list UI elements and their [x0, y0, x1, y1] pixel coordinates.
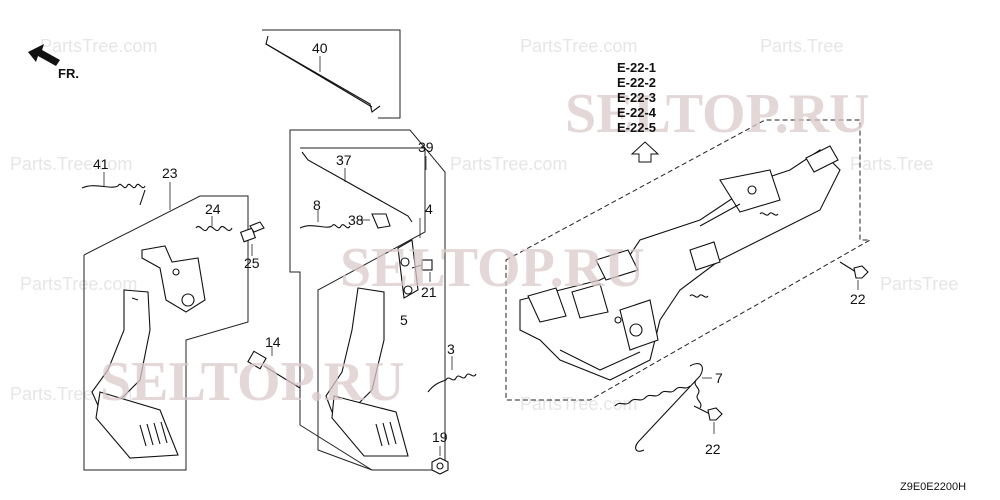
assembly-outline: [505, 119, 872, 401]
callout-39: 39: [418, 139, 434, 155]
svg-text:PartsTree.com: PartsTree.com: [520, 394, 637, 414]
part-21-bolt: [411, 259, 433, 282]
callout-5: 5: [400, 312, 408, 328]
site-watermark: SELTOP.RU SELTOP.RU SELTOP.RU: [100, 83, 870, 413]
part-24-spring: [195, 216, 233, 232]
callout-labels: 40 41 23 24 25 37 39 8 38 4 21 5 14 3 19…: [93, 40, 866, 457]
part-4-plate: [397, 218, 421, 299]
part-3-spring: [427, 356, 477, 393]
svg-text:PartsTree.com: PartsTree.com: [20, 274, 137, 294]
callout-8: 8: [313, 197, 321, 213]
watermark-text: SELTOP.RU: [565, 83, 870, 145]
callout-23: 23: [162, 165, 178, 181]
callout-4: 4: [425, 201, 433, 217]
part-37-rod: [301, 151, 413, 223]
reference-code: E-22-2: [617, 75, 656, 90]
reference-code: E-22-1: [617, 60, 656, 75]
front-label: FR.: [58, 66, 79, 81]
pedal-grip-ridges: [139, 421, 168, 447]
callout-3: 3: [447, 341, 455, 357]
watermark-text: SELTOP.RU: [340, 237, 645, 299]
callout-25: 25: [244, 255, 260, 271]
callout-40: 40: [312, 40, 328, 56]
reference-code: E-22-5: [617, 120, 656, 135]
watermark-text: SELTOP.RU: [100, 351, 405, 413]
callout-41: 41: [93, 156, 109, 172]
group-39-inner-outline: [300, 147, 426, 471]
callout-22-right: 22: [850, 291, 866, 307]
part-25-bolt: [239, 221, 265, 256]
group-23-outline: [83, 195, 249, 471]
main-bracket-assembly: [519, 145, 841, 381]
callout-7: 7: [715, 370, 723, 386]
reference-code: E-22-4: [617, 105, 657, 120]
front-direction-indicator: FR.: [28, 44, 79, 81]
svg-text:PartsTree: PartsTree: [880, 274, 958, 294]
svg-text:Parts.Tree.com: Parts.Tree.com: [10, 154, 132, 174]
part-8-spring: [299, 210, 351, 229]
part-23-bracket: [141, 245, 206, 313]
callout-21: 21: [421, 284, 437, 300]
reference-arrow-icon: [630, 141, 660, 163]
svg-text:Parts.Tree: Parts.Tree: [760, 36, 843, 56]
part-40-rod: [262, 29, 401, 119]
part-14-bolt: [247, 346, 301, 389]
part-41-spring: [81, 172, 146, 206]
part-19-nut: [431, 446, 449, 475]
left-pedal-arm: [91, 289, 179, 459]
reference-list: E-22-1 E-22-2 E-22-3 E-22-4 E-22-5: [617, 60, 657, 135]
front-arrow-icon: [28, 44, 60, 66]
pedal-grip-ridges: [375, 421, 397, 447]
svg-text:PartsTree.com: PartsTree.com: [520, 36, 637, 56]
middle-pedal-arm: [325, 287, 409, 457]
part-22-bolt-bottom: [693, 405, 723, 434]
callout-22-bottom: 22: [705, 441, 721, 457]
part-38-clip: [358, 213, 391, 229]
svg-text:PartsTree.com: PartsTree.com: [40, 36, 157, 56]
callout-24: 24: [205, 201, 221, 217]
part-7-spring: [614, 363, 712, 452]
callout-19: 19: [432, 429, 448, 445]
svg-text:Parts.Tree: Parts.Tree: [850, 154, 933, 174]
callout-14: 14: [265, 334, 281, 350]
svg-text:PartsTree.com: PartsTree.com: [450, 154, 567, 174]
callout-37: 37: [336, 152, 352, 168]
background-watermark: PartsTree.com PartsTree.com Parts.Tree P…: [10, 36, 958, 414]
drawing-code: Z9E0E2200H: [900, 481, 966, 493]
callout-38: 38: [348, 212, 364, 228]
reference-code: E-22-3: [617, 90, 656, 105]
part-22-bolt-right: [839, 261, 869, 290]
